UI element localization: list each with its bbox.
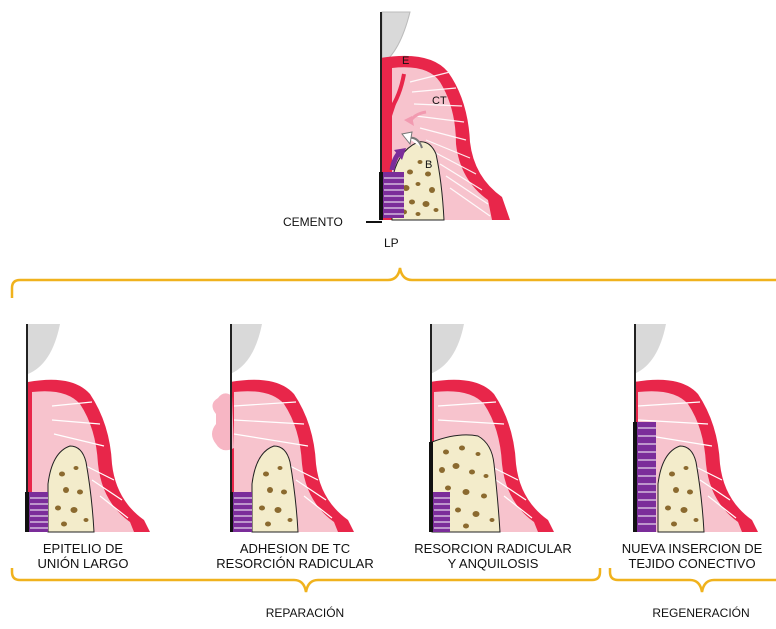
outcome-label-2-line1: ADHESION DE TC: [200, 541, 390, 556]
bottom-braces: [0, 568, 776, 608]
top-brace: [0, 262, 776, 302]
panel-4-svg: [632, 324, 772, 534]
cementum-pointer: [362, 212, 402, 232]
enamel-crown: [430, 324, 464, 374]
enamel-crown: [28, 324, 60, 374]
outcome-label-3-line1: RESORCION RADICULAR: [398, 541, 588, 556]
label-cementum: CEMENTO: [283, 215, 343, 229]
label-ligament: LP: [384, 236, 399, 250]
outcome-panel-4: [632, 324, 772, 544]
repair-brace: [12, 568, 600, 592]
label-bone: B: [425, 158, 432, 172]
outcome-label-1: EPITELIO DE UNIÓN LARGO: [18, 541, 148, 571]
cementum-band: [633, 422, 637, 532]
outcome-label-4: NUEVA INSERCION DE TEJIDO CONECTIVO: [608, 541, 776, 571]
group-label-regeneration: REGENERACIÓN: [636, 606, 766, 621]
top-tissue-svg: [370, 12, 520, 224]
enamel-crown: [634, 324, 666, 374]
label-connective-tissue: CT: [432, 94, 447, 108]
label-epithelium: E: [402, 54, 409, 68]
outcome-panel-2: [230, 324, 370, 544]
group-label-repair: REPARACIÓN: [240, 606, 370, 621]
panel-1-svg: [22, 324, 162, 534]
cementum-band: [429, 442, 433, 532]
outcome-label-1-line1: EPITELIO DE: [18, 541, 148, 556]
top-tissue-diagram: [370, 12, 520, 224]
outcome-panel-3: [428, 324, 568, 544]
enamel-crown: [230, 324, 262, 374]
cementum-band: [25, 492, 29, 532]
panel-2-svg: [230, 324, 370, 534]
panel-3-svg: [428, 324, 568, 534]
cementum-band: [230, 492, 233, 532]
outcome-label-2: ADHESION DE TC RESORCIÓN RADICULAR: [200, 541, 390, 571]
outcome-label-4-line1: NUEVA INSERCION DE: [608, 541, 776, 556]
regeneration-brace: [610, 568, 776, 592]
outcome-label-3: RESORCION RADICULAR Y ANQUILOSIS: [398, 541, 588, 571]
outcome-panel-1: [22, 324, 162, 544]
